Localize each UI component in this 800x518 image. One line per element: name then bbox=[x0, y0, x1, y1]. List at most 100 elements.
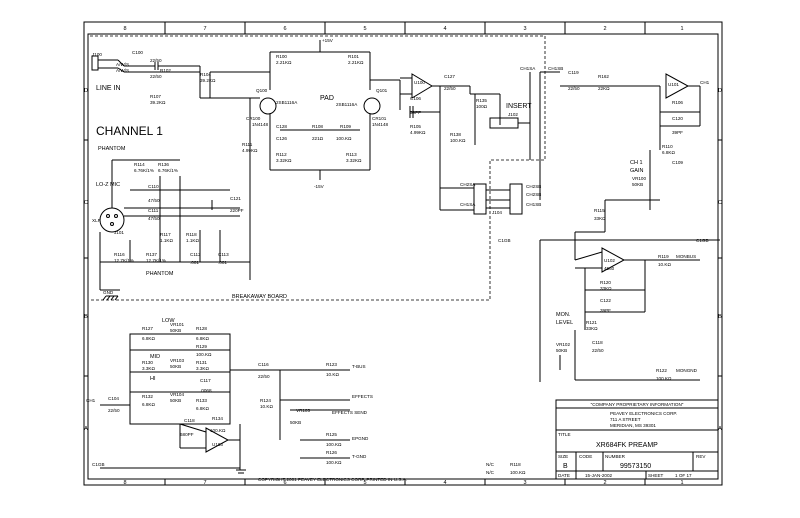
part-ref: C117 bbox=[200, 378, 211, 383]
part-ref: C127 bbox=[444, 74, 455, 79]
row-label-right: D bbox=[718, 88, 722, 94]
row-label-right: B bbox=[718, 314, 722, 320]
col-label-top: 5 bbox=[363, 26, 366, 32]
part-value: 6.8KΩ bbox=[196, 336, 209, 341]
part-value: 221Ω bbox=[312, 136, 324, 141]
col-label-top: 7 bbox=[203, 26, 206, 32]
part-value: 6.76K/1% bbox=[134, 168, 154, 173]
part-ref: R162 bbox=[598, 74, 609, 79]
part-value: .001 bbox=[218, 260, 227, 265]
part-ref: U103 bbox=[212, 442, 223, 447]
net-label: T-GND bbox=[352, 454, 367, 459]
rail-label: GND bbox=[103, 290, 114, 295]
part-ref: C112 bbox=[190, 252, 201, 257]
net-label: EFFECTS bbox=[352, 394, 373, 399]
part-value: 100.KΩ bbox=[210, 428, 226, 433]
part-value: 10.KΩ bbox=[658, 262, 671, 267]
part-ref: C128 bbox=[276, 124, 287, 129]
size-value: B bbox=[563, 463, 568, 470]
part-value: 50KB bbox=[556, 348, 567, 353]
sheet-value: 1 OF 17 bbox=[675, 473, 692, 478]
part-ref: R135 bbox=[476, 98, 487, 103]
part-ref: R119 bbox=[658, 254, 669, 259]
net-label: T-BUS bbox=[352, 364, 366, 369]
part-value: 50KB bbox=[170, 364, 181, 369]
part-value: 3.32KΩ bbox=[346, 158, 362, 163]
part-ref: R110 bbox=[662, 144, 673, 149]
date-value: 15-JAN-2002 bbox=[585, 473, 613, 478]
part-ref: C109 bbox=[672, 160, 683, 165]
net-label: C1GB bbox=[696, 238, 709, 243]
part-value: 100.KΩ bbox=[326, 442, 342, 447]
part-ref: VR101 bbox=[170, 322, 184, 327]
code-label: CODE bbox=[579, 454, 592, 459]
drawing-number: 99573150 bbox=[620, 463, 651, 470]
part-value: .001 bbox=[190, 260, 199, 265]
part-value: 6.8KΩ bbox=[142, 402, 155, 407]
part-ref: R118 bbox=[186, 232, 197, 237]
part-ref: R133 bbox=[196, 398, 207, 403]
part-ref: R101 bbox=[348, 54, 359, 59]
part-ref: R131 bbox=[196, 360, 207, 365]
col-label-bottom: 6 bbox=[283, 480, 286, 486]
date-label: DATE bbox=[558, 473, 570, 478]
drawing-title: XR684FK PREAMP bbox=[596, 442, 658, 449]
proprietary-notice: "COMPANY PROPRIETARY INFORMATION" bbox=[591, 402, 684, 407]
part-ref: J104 bbox=[492, 210, 502, 215]
number-label: NUMBER bbox=[605, 454, 626, 459]
part-ref: R105 bbox=[410, 124, 421, 129]
part-value: 12.7K/1% bbox=[114, 258, 134, 263]
title-block: "COMPANY PROPRIETARY INFORMATION" PEAVEY… bbox=[555, 399, 719, 480]
part-value: 4.99KΩ bbox=[242, 148, 258, 153]
net-label: CH1 bbox=[700, 80, 710, 85]
eq-hi-label: HI bbox=[150, 376, 156, 382]
part-ref: U102 bbox=[604, 258, 615, 263]
part-value: 33KΩ bbox=[600, 286, 612, 291]
part-ref: VR102 bbox=[556, 342, 570, 347]
channel-label: CHANNEL 1 bbox=[96, 124, 163, 138]
part-ref: R106 bbox=[672, 100, 683, 105]
net-label: CH1 bbox=[86, 398, 96, 403]
part-ref: CR101 bbox=[372, 116, 387, 121]
part-value: 4560 bbox=[604, 266, 615, 271]
net-label: CH1SB bbox=[548, 66, 563, 71]
part-value: 10.KΩ bbox=[326, 372, 339, 377]
eq-low-label: LOW bbox=[162, 318, 175, 324]
part-value: 3.3KΩ bbox=[142, 366, 155, 371]
part-ref: R100 bbox=[276, 54, 287, 59]
part-ref: R120 bbox=[600, 280, 611, 285]
part-ref: R134 bbox=[212, 416, 223, 421]
rev-label: REV bbox=[696, 454, 706, 459]
mic-part-labels: R114 6.76K/1% R136 6.76K/1% C110 47/50 C… bbox=[92, 162, 502, 265]
part-ref: C122 bbox=[600, 298, 611, 303]
part-ref: J100 bbox=[92, 52, 102, 57]
drawing-border bbox=[83, 21, 723, 486]
col-label-bottom: 1 bbox=[680, 480, 683, 486]
part-value: A/W/S bbox=[116, 68, 129, 73]
col-label-bottom: 5 bbox=[363, 480, 366, 486]
part-value: 1.1KΩ bbox=[160, 238, 173, 243]
part-value: 1.1KΩ bbox=[186, 238, 199, 243]
part-ref: C118 bbox=[184, 418, 195, 423]
part-ref: R122 bbox=[656, 368, 667, 373]
part-ref: R125 bbox=[326, 432, 337, 437]
company-street: 711 A STREET bbox=[610, 417, 641, 422]
part-ref: C111 bbox=[148, 208, 159, 213]
part-ref: VR100 bbox=[632, 176, 646, 181]
row-label-left: D bbox=[84, 88, 88, 94]
part-value: 6.8KΩ bbox=[662, 150, 675, 155]
part-ref: R107 bbox=[150, 94, 161, 99]
part-value: .0068 bbox=[200, 388, 212, 393]
net-label: CH1SB bbox=[526, 202, 541, 207]
part-value: 33KΩ bbox=[586, 326, 598, 331]
part-ref: R112 bbox=[276, 152, 287, 157]
net-label: EPGND bbox=[352, 436, 369, 441]
part-ref: R121 bbox=[586, 320, 597, 325]
part-ref: C113 bbox=[218, 252, 229, 257]
part-value: 50KB bbox=[290, 420, 301, 425]
part-ref: U100 bbox=[414, 80, 425, 85]
part-value: 22/50 bbox=[568, 86, 580, 91]
net-label: C1GB bbox=[498, 238, 511, 243]
part-ref: R126 bbox=[326, 450, 337, 455]
size-label: SIZE bbox=[558, 454, 568, 459]
